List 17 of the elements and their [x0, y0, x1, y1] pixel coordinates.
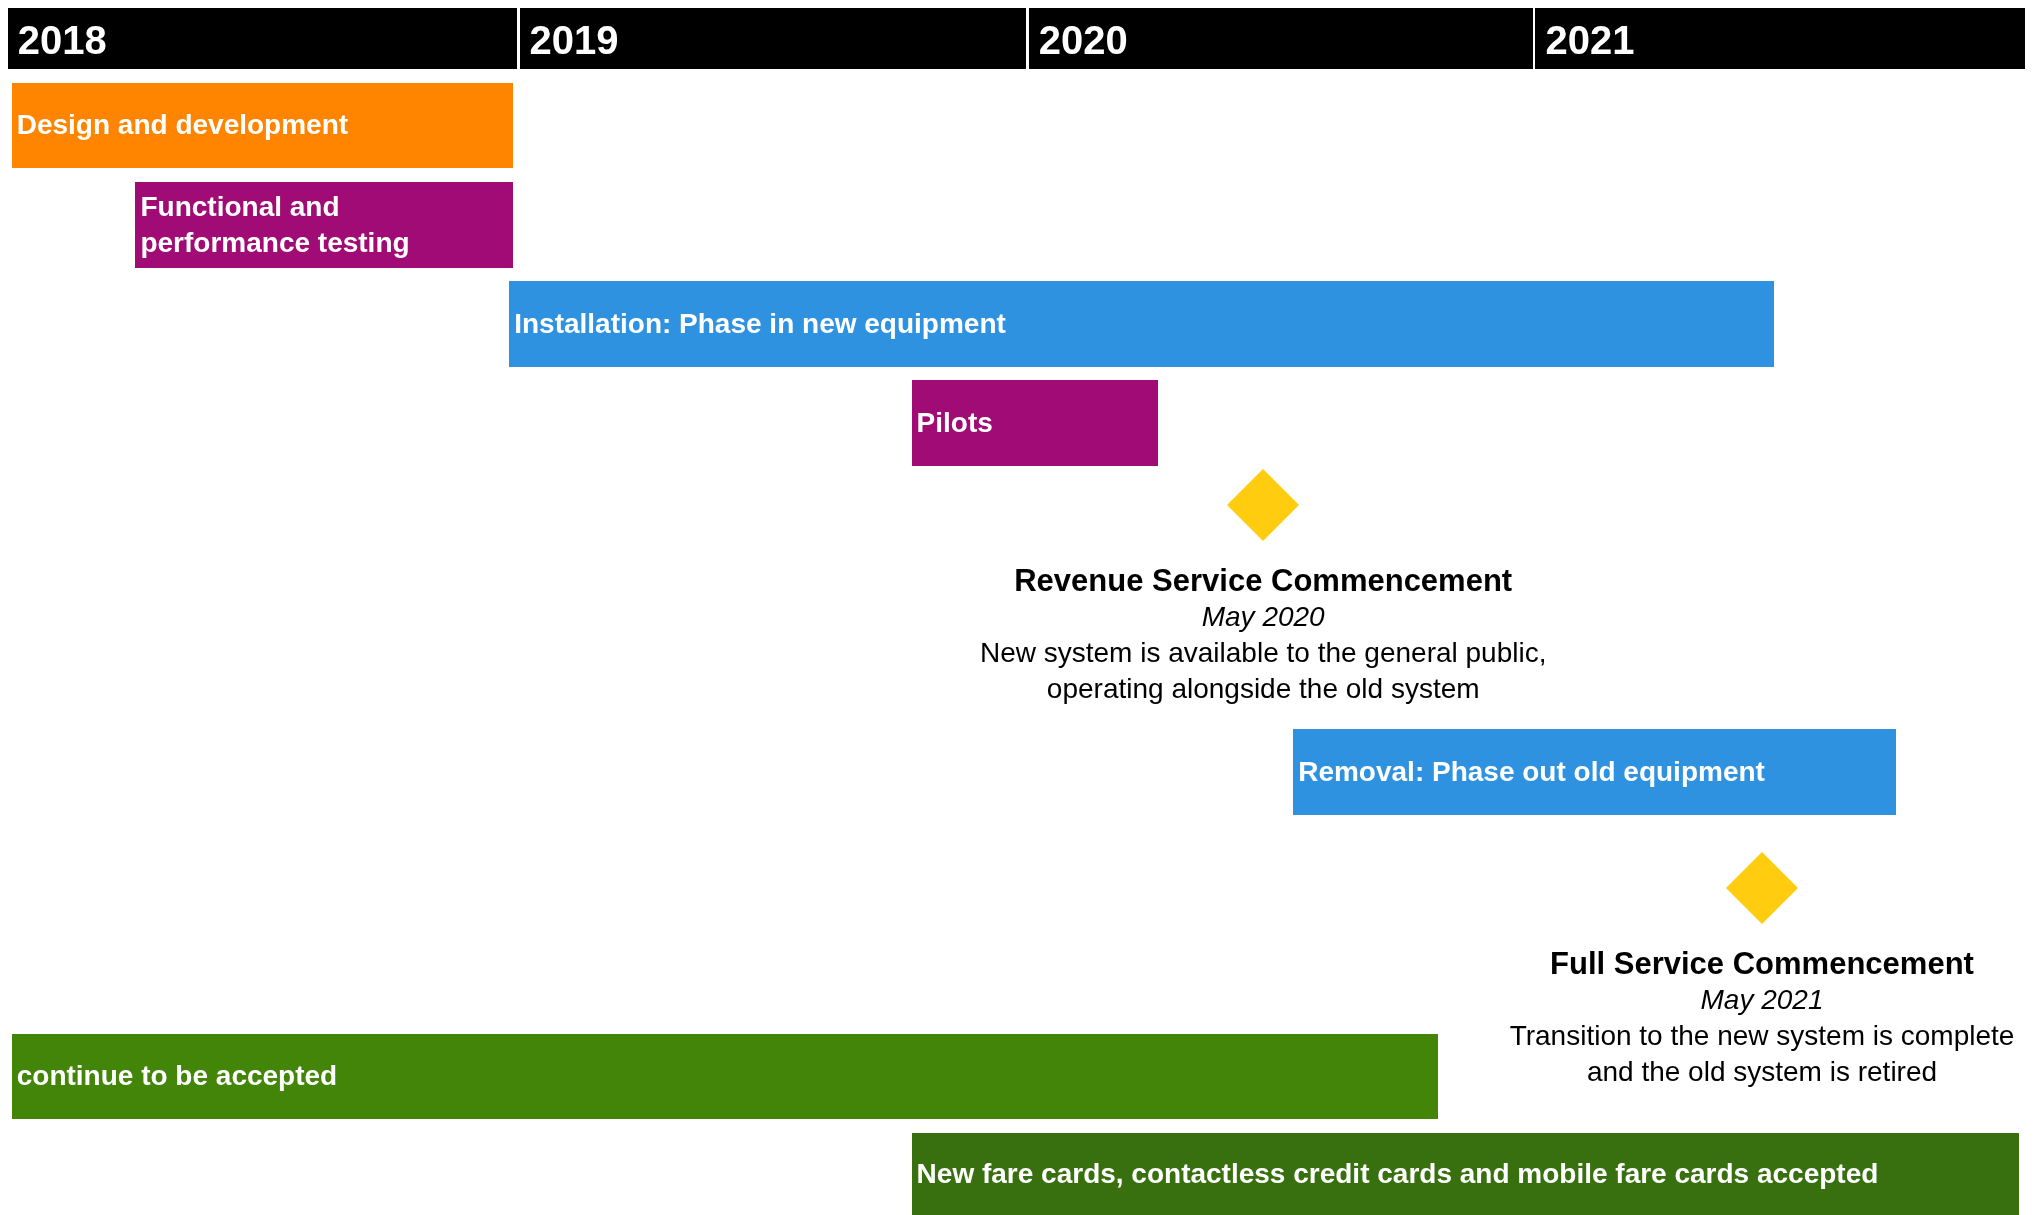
year-header: 2018: [7, 7, 517, 69]
milestone-date: May 2021: [1699, 983, 1825, 1016]
task-bar: continue to be accepted: [11, 1034, 1438, 1119]
task-bar: Pilots: [911, 380, 1158, 467]
task-bar: Design and development: [11, 83, 514, 168]
milestone-date: May 2020: [1200, 600, 1326, 633]
task-bar: New fare cards, contactless credit cards and mobile fare cards accepted: [911, 1133, 2019, 1215]
milestone-description: Transition to the new system is complete and the old system is retired: [1508, 1018, 2016, 1090]
milestone-description: New system is available to the general public, operating alongside the old system: [978, 635, 1548, 707]
year-header: 2019: [519, 7, 1027, 69]
milestone-title: Revenue Service Commencement: [1013, 562, 1514, 599]
year-header: 2020: [1028, 7, 1533, 69]
milestone-title: Full Service Commencement: [1549, 945, 1975, 982]
year-header: 2021: [1535, 7, 2026, 69]
task-bar: Installation: Phase in new equipment: [509, 281, 1774, 368]
task-bar: Functional and performance testing: [135, 182, 514, 269]
task-bar: Removal: Phase out old equipment: [1293, 729, 1897, 816]
